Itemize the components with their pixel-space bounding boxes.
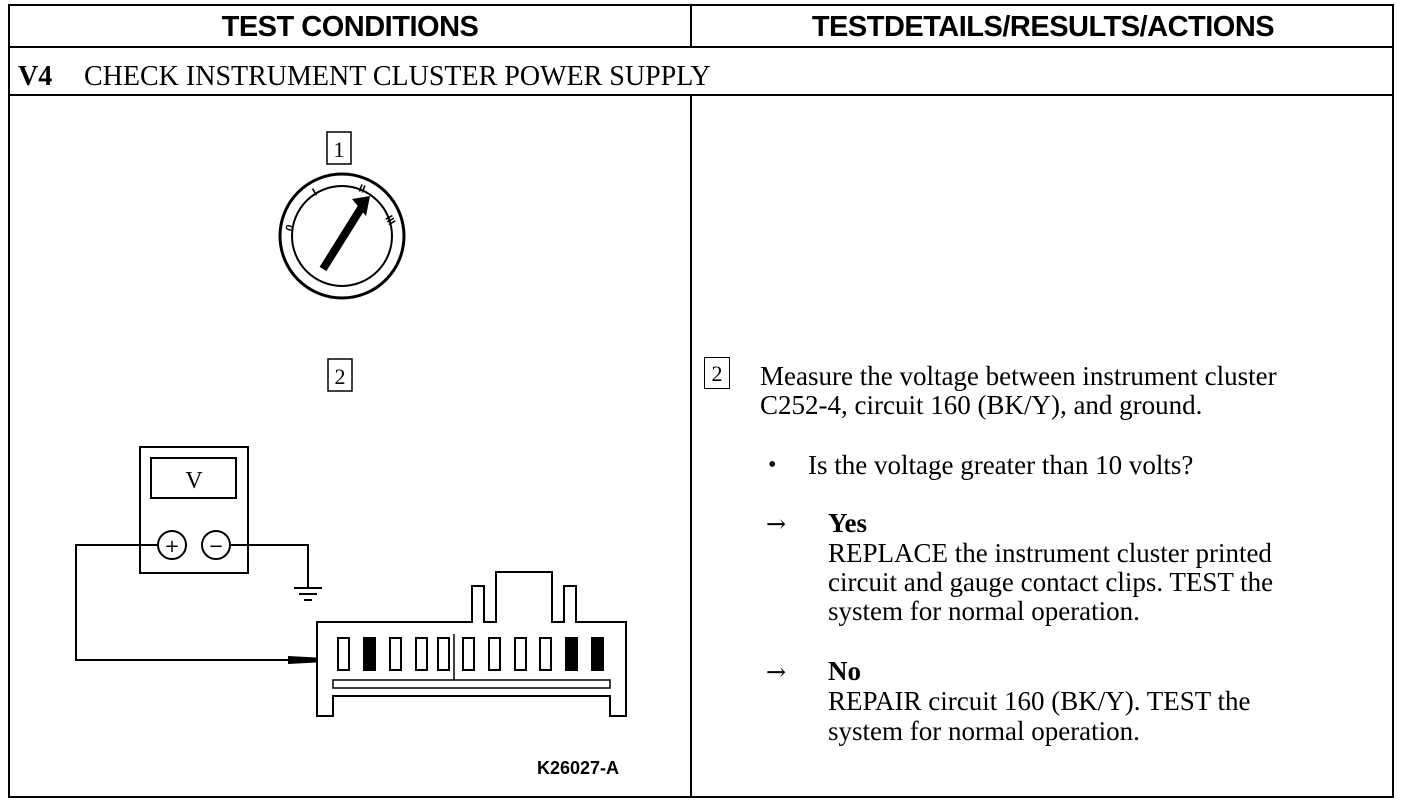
yes-line3: system for normal operation. [828, 596, 1140, 626]
no-arrow: → [766, 658, 787, 686]
ignition-pos-2: II [357, 183, 367, 196]
column-divider [690, 6, 692, 46]
instruction-line1: Measure the voltage between instrument c… [760, 361, 1277, 391]
ignition-pos-1: I [311, 187, 320, 199]
body-column-divider [690, 96, 692, 798]
yes-line2: circuit and gauge contact clips. TEST th… [828, 567, 1274, 597]
header-test-conditions: TEST CONDITIONS [221, 11, 479, 43]
header-divider [10, 46, 1392, 48]
step2-number: 2 [335, 364, 346, 389]
no-label: No [828, 656, 861, 686]
step1-number: 1 [334, 137, 345, 162]
plus-symbol: + [164, 536, 179, 557]
step-title: CHECK INSTRUMENT CLUSTER POWER SUPPLY [84, 61, 711, 92]
step-id: V4 [18, 61, 53, 92]
ground-icon [294, 587, 322, 601]
title-divider [10, 94, 1392, 96]
ground-lead [230, 544, 309, 588]
step1-box [326, 131, 352, 165]
yes-line1: REPLACE the instrument cluster printed [828, 538, 1272, 568]
test-conditions-figure: 1 0 I II III 2 V + − [75, 131, 627, 778]
meter-label: V [185, 468, 203, 494]
positive-lead [75, 544, 308, 661]
voltmeter-icon: V + − [139, 446, 249, 574]
no-line2: system for normal operation. [828, 716, 1140, 746]
instruction-line2: C252-4, circuit 160 (BK/Y), and ground. [760, 390, 1203, 420]
ignition-switch-icon: 0 I II III [278, 172, 406, 300]
step-title-row: V4 CHECK INSTRUMENT CLUSTER POWER SUPPLY [10, 48, 1392, 94]
no-line1: REPAIR circuit 160 (BK/Y). TEST the [828, 686, 1251, 716]
figure-reference: K26027-A [537, 758, 619, 778]
detail-step-number: 2 [704, 357, 730, 389]
procedure-table: TEST CONDITIONS TESTDETAILS/RESULTS/ACTI… [8, 4, 1394, 798]
step2-box [327, 358, 353, 392]
ignition-pos-0: 0 [284, 223, 297, 233]
minus-symbol: − [208, 536, 223, 557]
connector-c252-icon [316, 571, 627, 717]
question-bullet: • [768, 452, 777, 478]
yes-label: Yes [828, 508, 867, 538]
question-text: Is the voltage greater than 10 volts? [808, 450, 1194, 480]
header-test-details: TESTDETAILS/RESULTS/ACTIONS [811, 11, 1275, 43]
yes-arrow: → [766, 510, 787, 538]
